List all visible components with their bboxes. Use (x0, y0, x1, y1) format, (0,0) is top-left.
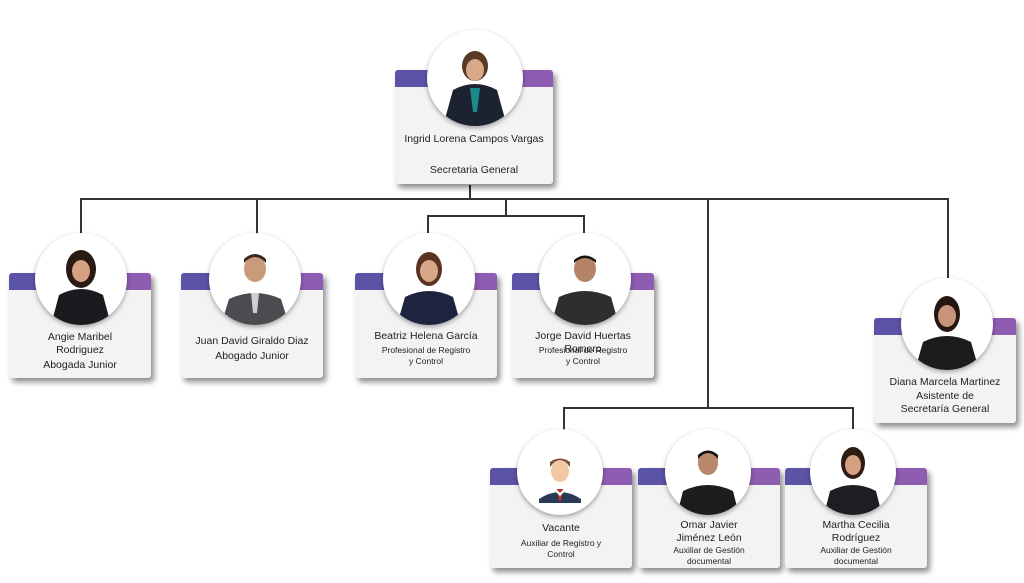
man-photo-icon (665, 429, 751, 515)
woman-photo-icon (35, 233, 127, 325)
card-name: Beatriz Helena García (374, 330, 478, 342)
card-role: Asistente de Secretaría General (900, 390, 990, 415)
placeholder-avatar-icon (517, 429, 603, 515)
card-name: Ingrid Lorena Campos Vargas (404, 133, 544, 145)
card-role: Profesional de Registro y Control (381, 345, 471, 366)
connector-main-horizontal (80, 198, 948, 200)
card-role: Secretaria General (429, 164, 519, 176)
woman-photo-icon (901, 278, 993, 370)
man-photo-icon (539, 233, 631, 325)
card-role: Auxiliar de Gestión documental (820, 545, 892, 566)
connector-profesionales-drop (505, 198, 507, 216)
connector-head-down (469, 185, 471, 199)
card-name: Juan David Giraldo Diaz (195, 335, 309, 347)
card-name: Omar Javier Jiménez León (676, 519, 742, 544)
card-name: Diana Marcela Martinez (889, 376, 1001, 388)
man-photo-icon (209, 233, 301, 325)
card-name: Vacante (542, 522, 580, 534)
card-role: Auxiliar de Registro y Control (520, 538, 602, 559)
card-role: Auxiliar de Gestión documental (673, 545, 745, 566)
woman-photo-icon (427, 30, 523, 126)
connector-auxiliares-drop (707, 198, 709, 408)
woman-photo-icon (383, 233, 475, 325)
connector-juan (256, 198, 258, 234)
card-role: Profesional de Registro y Control (538, 345, 628, 366)
connector-martha (852, 407, 854, 433)
connector-jorge (583, 215, 585, 233)
connector-auxiliares-horizontal (563, 407, 854, 409)
card-role: Abogada Junior (43, 359, 117, 371)
connector-profesionales-horizontal (427, 215, 585, 217)
card-name: Martha Cecilia Rodríguez (822, 519, 890, 544)
connector-diana (947, 198, 949, 278)
connector-beatriz (427, 215, 429, 233)
card-name: Jorge David Huertas Romero (535, 330, 631, 355)
connector-angie (80, 198, 82, 234)
card-name: Angie Maribel Rodriguez (47, 331, 113, 356)
woman-photo-icon (810, 429, 896, 515)
card-role: Abogado Junior (215, 350, 289, 362)
connector-vacante (563, 407, 565, 433)
